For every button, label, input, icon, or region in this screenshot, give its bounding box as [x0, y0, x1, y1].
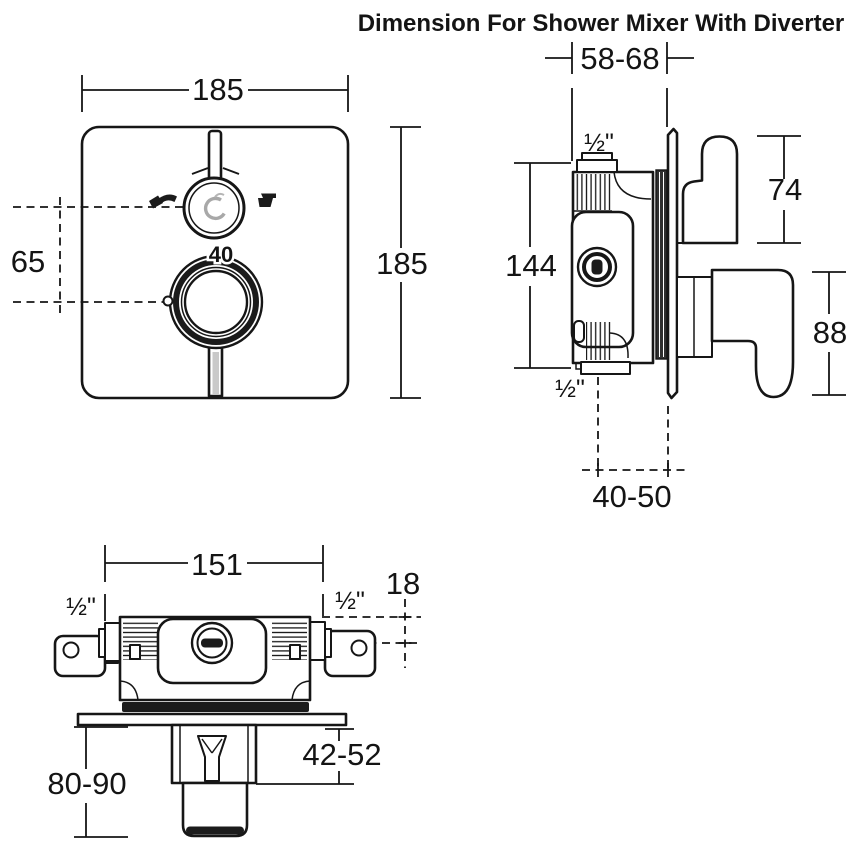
diverter-lever	[207, 129, 223, 182]
rough-in-depth-label: 40-50	[592, 479, 671, 514]
cartridge-depth-label: 42-52	[302, 737, 381, 772]
right-bracket-hole	[350, 639, 368, 657]
gasket-strip	[655, 169, 668, 360]
diverter-wings	[191, 167, 240, 175]
lower-housing	[181, 781, 249, 838]
temperature-mark-label: 40	[209, 242, 233, 267]
right-port	[309, 621, 326, 661]
right-mounting-bracket	[309, 621, 377, 678]
cartridge-depth-dimension: 42-52	[256, 728, 382, 785]
escutcheon-plate-side	[666, 127, 679, 400]
handle-spacing-label: 65	[11, 244, 45, 279]
diverter-knob-outer	[182, 176, 246, 240]
overall-depth-label: 80-90	[47, 766, 126, 801]
right-bracket	[323, 629, 377, 678]
rough-in-depth-dimension: 40-50	[582, 377, 688, 514]
center-port-slot	[201, 638, 223, 648]
thermostat-stem-shade	[212, 352, 219, 394]
side-port-ring	[582, 252, 612, 282]
body-height-dimension: 144	[505, 162, 571, 369]
top-handle-height-label: 74	[768, 172, 802, 207]
thermostat-handle: 40	[162, 240, 264, 398]
bottom-handle-height-label: 88	[813, 315, 847, 350]
left-connection-label: ½"	[66, 593, 96, 621]
safety-stop-button	[162, 295, 174, 307]
diverter-handle-side	[677, 135, 739, 245]
diverter-profile	[681, 135, 739, 245]
flange-plate	[76, 712, 348, 727]
diverter-knob-inner	[188, 182, 240, 234]
brand-logo-accent	[214, 192, 225, 198]
port-offset-label: 18	[386, 566, 420, 601]
thermostat-cap	[183, 269, 249, 335]
bottom-handle-height-dimension: 88	[812, 271, 847, 396]
flow-handle-side	[676, 268, 795, 399]
hand-shower-icon	[149, 194, 177, 209]
wall-interface	[655, 127, 679, 400]
top-thread-hatch	[576, 174, 612, 210]
top-port-lip	[581, 152, 613, 161]
left-bracket	[53, 634, 107, 678]
thermostat-grip-band	[173, 259, 259, 345]
top-handle-height-dimension: 74	[757, 135, 802, 244]
bottom-connection-label: ½"	[555, 375, 585, 403]
front-width-label: 185	[192, 72, 244, 107]
left-bracket-hole	[62, 641, 80, 659]
overall-depth-dimension: 80-90	[47, 726, 128, 838]
side-port-socket	[591, 259, 603, 275]
wall-depth-dimension: 58-68	[545, 41, 694, 161]
spindle	[197, 735, 227, 782]
left-port	[104, 622, 121, 662]
right-connection-label: ½"	[335, 587, 365, 615]
brand-logo-swirl	[203, 196, 226, 221]
body-gasket-band	[122, 702, 309, 712]
wall-depth-label: 58-68	[580, 41, 659, 76]
body-width-label: 151	[191, 547, 243, 582]
thermostat-ring-mid	[180, 266, 252, 338]
front-view: 185 185 65	[11, 72, 428, 400]
top-view: 151 18 ½" ½"	[47, 545, 421, 838]
left-mounting-bracket	[53, 622, 121, 678]
overhead-shower-icon	[258, 193, 276, 207]
lower-housing-cap	[186, 826, 244, 835]
front-height-label: 185	[376, 246, 428, 281]
valve-body-side	[570, 152, 655, 375]
side-view: 58-68 ½" 144 ½"	[505, 41, 847, 514]
right-thread-detail	[289, 644, 301, 660]
body-side-pin	[573, 320, 585, 343]
body-height-label: 144	[505, 248, 557, 283]
front-height-dimension: 185	[376, 126, 428, 399]
body-width-dimension: 151	[104, 545, 324, 621]
drawing-title: Dimension For Shower Mixer With Diverter	[358, 10, 845, 37]
top-port-cap	[576, 159, 618, 173]
rough-in-body	[76, 615, 348, 838]
bottom-thread-hatch	[586, 322, 612, 360]
left-thread-detail	[129, 644, 141, 660]
flow-handle-profile	[710, 268, 795, 399]
diverter-handle	[149, 129, 276, 240]
bottom-port-cap	[580, 361, 631, 375]
front-width-dimension: 185	[81, 72, 349, 112]
